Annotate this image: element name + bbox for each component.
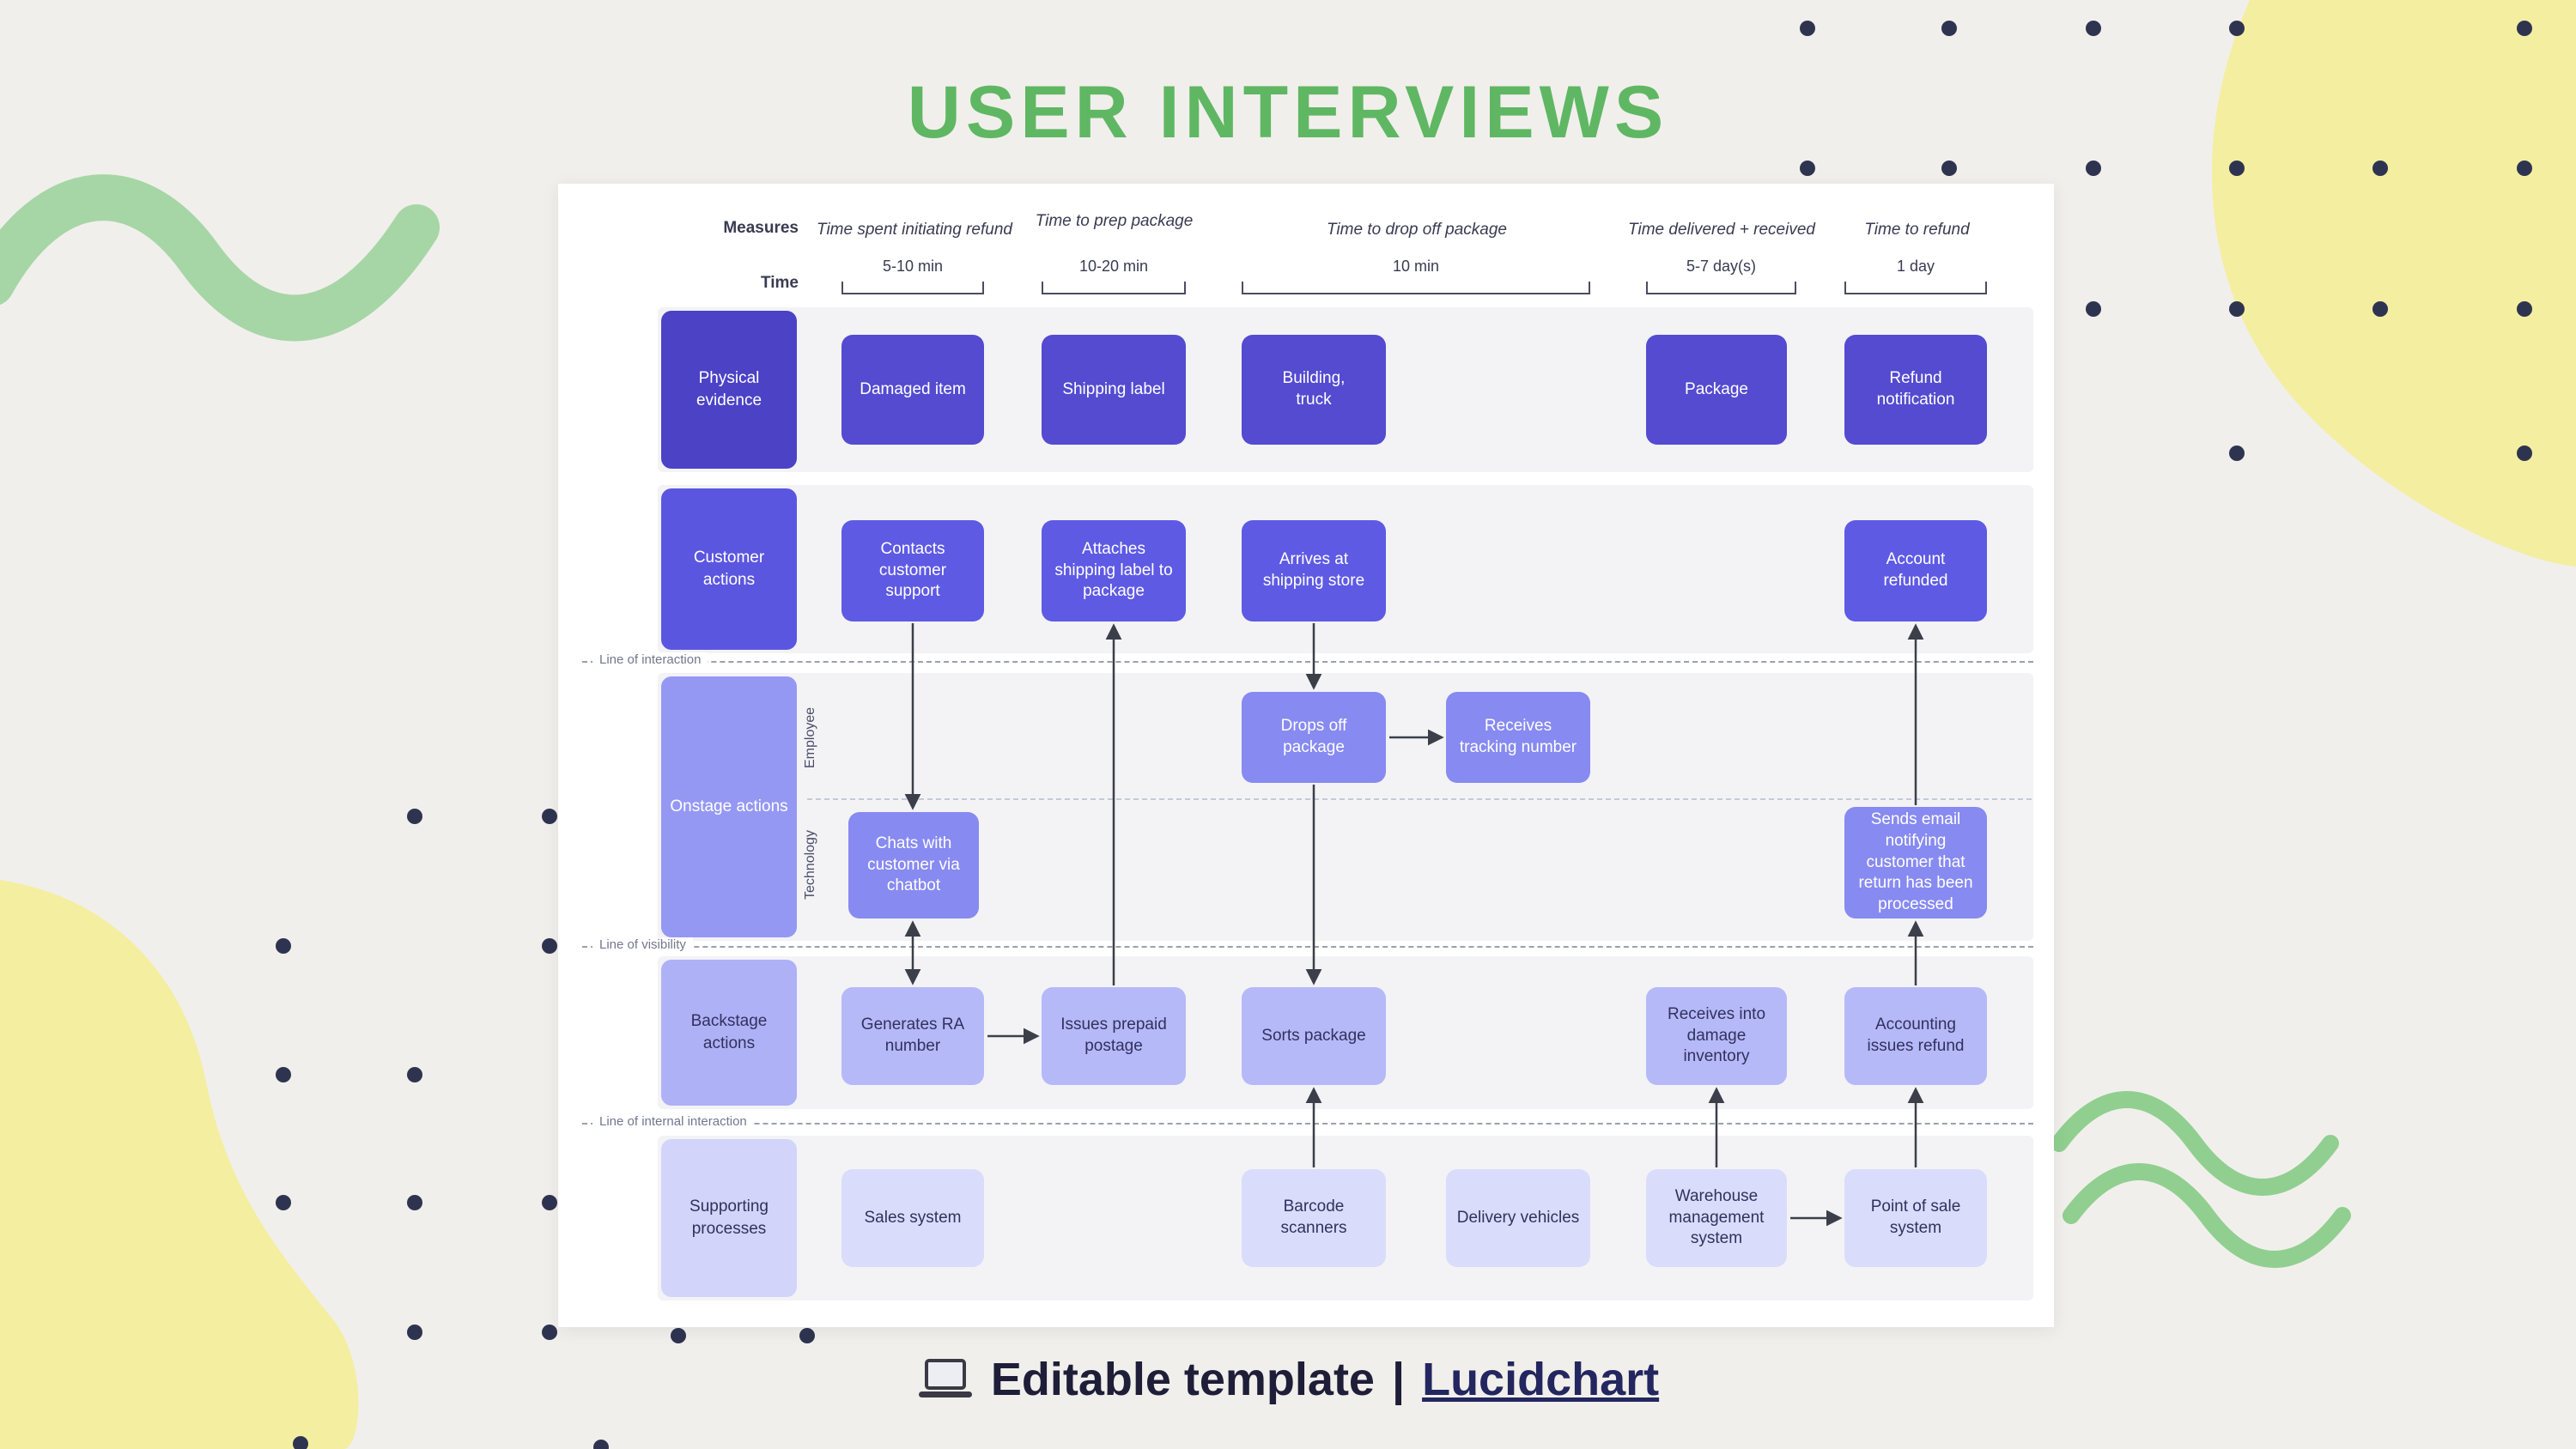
node-sales-system: Sales system <box>841 1169 984 1267</box>
lane-divider-employee-technology <box>807 798 2032 800</box>
time-value-4: 5-7 day(s) <box>1686 258 1757 275</box>
dots-pattern-bottom-left <box>276 809 815 1449</box>
time-bracket-4 <box>1646 282 1796 294</box>
node-contacts-customer-support: Contacts customer support <box>841 520 984 621</box>
node-attaches-shipping-label: Attaches shipping label to package <box>1042 520 1186 621</box>
green-wave-bottom-right <box>2050 1091 2351 1268</box>
node-generates-ra-number: Generates RA number <box>841 987 984 1085</box>
node-warehouse-management-system: Warehouse management system <box>1646 1169 1787 1267</box>
lucidchart-link[interactable]: Lucidchart <box>1422 1354 1660 1405</box>
row-label-onstage-actions: Onstage actions <box>661 676 797 937</box>
time-row-label: Time <box>760 274 799 292</box>
row-label-backstage-actions: Backstage actions <box>661 960 797 1106</box>
measures-row-label: Measures <box>723 219 799 237</box>
node-shipping-label: Shipping label <box>1042 335 1186 445</box>
divider-label: Line of internal interaction <box>592 1114 754 1129</box>
node-building-truck: Building, truck <box>1242 335 1386 445</box>
measure-label-2: Time to prep package <box>1035 212 1194 230</box>
lane-label-technology: Technology <box>803 830 817 900</box>
divider-label: Line of interaction <box>592 652 708 667</box>
time-value-1: 5-10 min <box>882 258 944 275</box>
node-account-refunded: Account refunded <box>1844 520 1987 621</box>
measure-label-5: Time to refund <box>1864 221 1970 239</box>
yellow-blob-bottom-left <box>0 880 359 1449</box>
node-point-of-sale-system: Point of sale system <box>1844 1169 1987 1267</box>
node-chats-with-chatbot: Chats with customer via chatbot <box>848 812 979 919</box>
time-bracket-1 <box>841 282 984 294</box>
node-barcode-scanners: Barcode scanners <box>1242 1169 1386 1267</box>
time-bracket-2 <box>1042 282 1186 294</box>
measure-label-1: Time spent initiating refund <box>817 221 1012 239</box>
node-arrives-at-shipping-store: Arrives at shipping store <box>1242 520 1386 621</box>
time-bracket-5 <box>1844 282 1987 294</box>
footer-text: Editable template <box>990 1354 1375 1405</box>
measure-label-4: Time delivered + received <box>1628 221 1815 239</box>
laptop-icon <box>918 1359 972 1397</box>
dots-pattern-top-right <box>1800 21 2532 461</box>
node-drops-off-package: Drops off package <box>1242 692 1386 783</box>
node-receives-into-damage-inventory: Receives into damage inventory <box>1646 987 1787 1085</box>
yellow-blob-top-right <box>2211 0 2576 567</box>
time-value-5: 1 day <box>1896 258 1935 275</box>
divider-label: Line of visibility <box>592 937 693 952</box>
node-package: Package <box>1646 335 1787 445</box>
node-issues-prepaid-postage: Issues prepaid postage <box>1042 987 1186 1085</box>
node-sends-email: Sends email notifying customer that retu… <box>1844 807 1987 919</box>
node-accounting-issues-refund: Accounting issues refund <box>1844 987 1987 1085</box>
divider-line-of-visibility: Line of visibility <box>582 937 2033 952</box>
node-refund-notification: Refund notification <box>1844 335 1987 445</box>
green-wave-top-left <box>0 174 440 342</box>
node-receives-tracking-number: Receives tracking number <box>1446 692 1590 783</box>
row-label-customer-actions: Customer actions <box>661 488 797 650</box>
divider-line-of-interaction: Line of interaction <box>582 652 2033 667</box>
node-sorts-package: Sorts package <box>1242 987 1386 1085</box>
node-delivery-vehicles: Delivery vehicles <box>1446 1169 1590 1267</box>
footer-separator: | <box>1391 1354 1406 1405</box>
divider-line-of-internal-interaction: Line of internal interaction <box>582 1114 2033 1129</box>
time-bracket-3 <box>1242 282 1590 294</box>
measure-label-3: Time to drop off package <box>1326 221 1507 239</box>
row-label-supporting-processes: Supporting processes <box>661 1139 797 1297</box>
lane-label-employee: Employee <box>803 706 817 768</box>
row-label-physical-evidence: Physical evidence <box>661 311 797 469</box>
time-value-3: 10 min <box>1392 258 1440 275</box>
time-value-2: 10-20 min <box>1078 258 1149 275</box>
footer: Editable template | Lucidchart <box>0 1353 2576 1406</box>
page-title: USER INTERVIEWS <box>907 71 1669 154</box>
node-damaged-item: Damaged item <box>841 335 984 445</box>
